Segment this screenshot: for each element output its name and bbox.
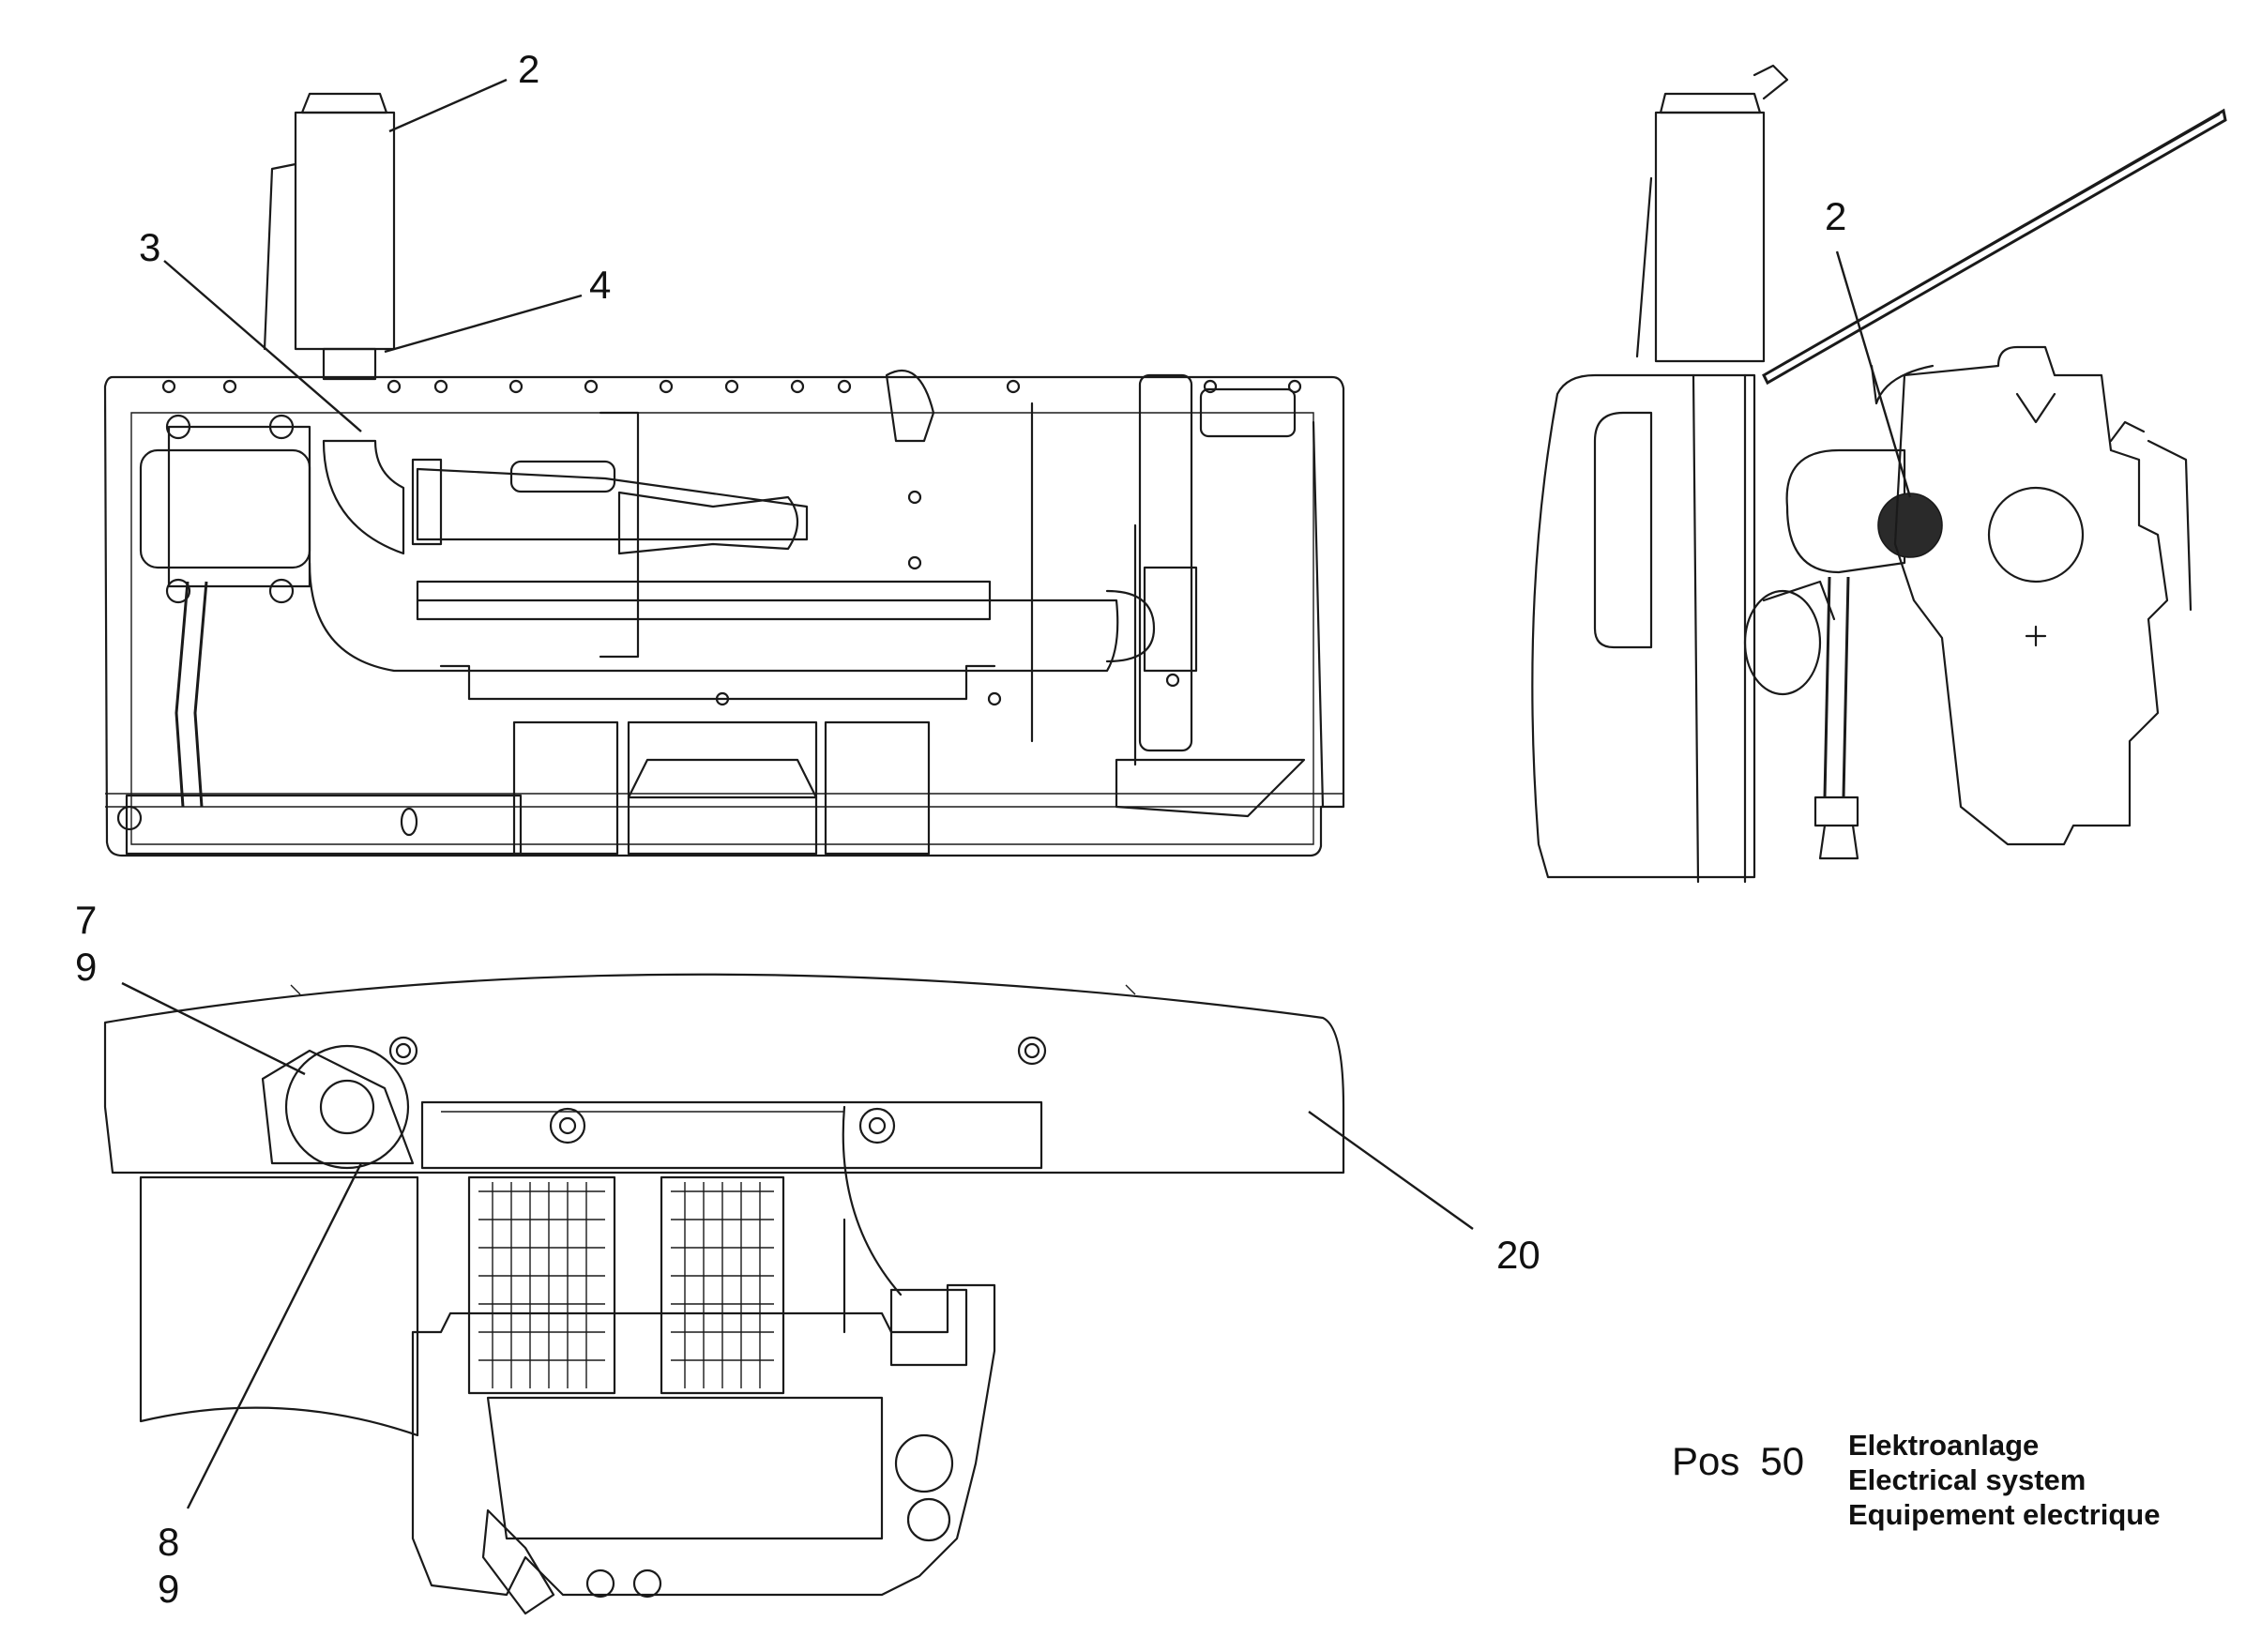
- callout-labels: 2 3 4 2 7 9 8 9 20: [75, 47, 1846, 1611]
- position-label: Pos 50: [1672, 1439, 1804, 1484]
- pos-prefix: Pos: [1672, 1439, 1740, 1483]
- callout-3: 3: [139, 225, 160, 269]
- title-english: Electrical system: [1848, 1463, 2086, 1496]
- leader-lines: [121, 78, 1912, 1509]
- title-french: Equipement electrique: [1848, 1498, 2161, 1531]
- radiator-grille-right: [660, 1175, 785, 1395]
- callout-4: 4: [589, 263, 611, 307]
- callout-7: 7: [75, 898, 97, 942]
- radiator-grille-left: [467, 1175, 616, 1395]
- callout-2-top-right: 2: [1825, 194, 1846, 238]
- callout-2-top-left: 2: [518, 47, 539, 91]
- top-view-left: [103, 92, 1345, 857]
- title-german: Elektroanlage: [1848, 1429, 2040, 1462]
- callout-9-upper: 9: [75, 945, 97, 989]
- front-view-bottom: [103, 973, 1345, 1615]
- title-block: Elektroanlage Electrical system Equipeme…: [1848, 1428, 2160, 1532]
- pos-number: 50: [1760, 1439, 1805, 1483]
- side-view-right: [1531, 64, 2227, 884]
- callout-8: 8: [158, 1520, 179, 1564]
- callout-20: 20: [1496, 1233, 1540, 1277]
- callout-9-lower: 9: [158, 1567, 179, 1611]
- bolt-row: [161, 379, 1302, 706]
